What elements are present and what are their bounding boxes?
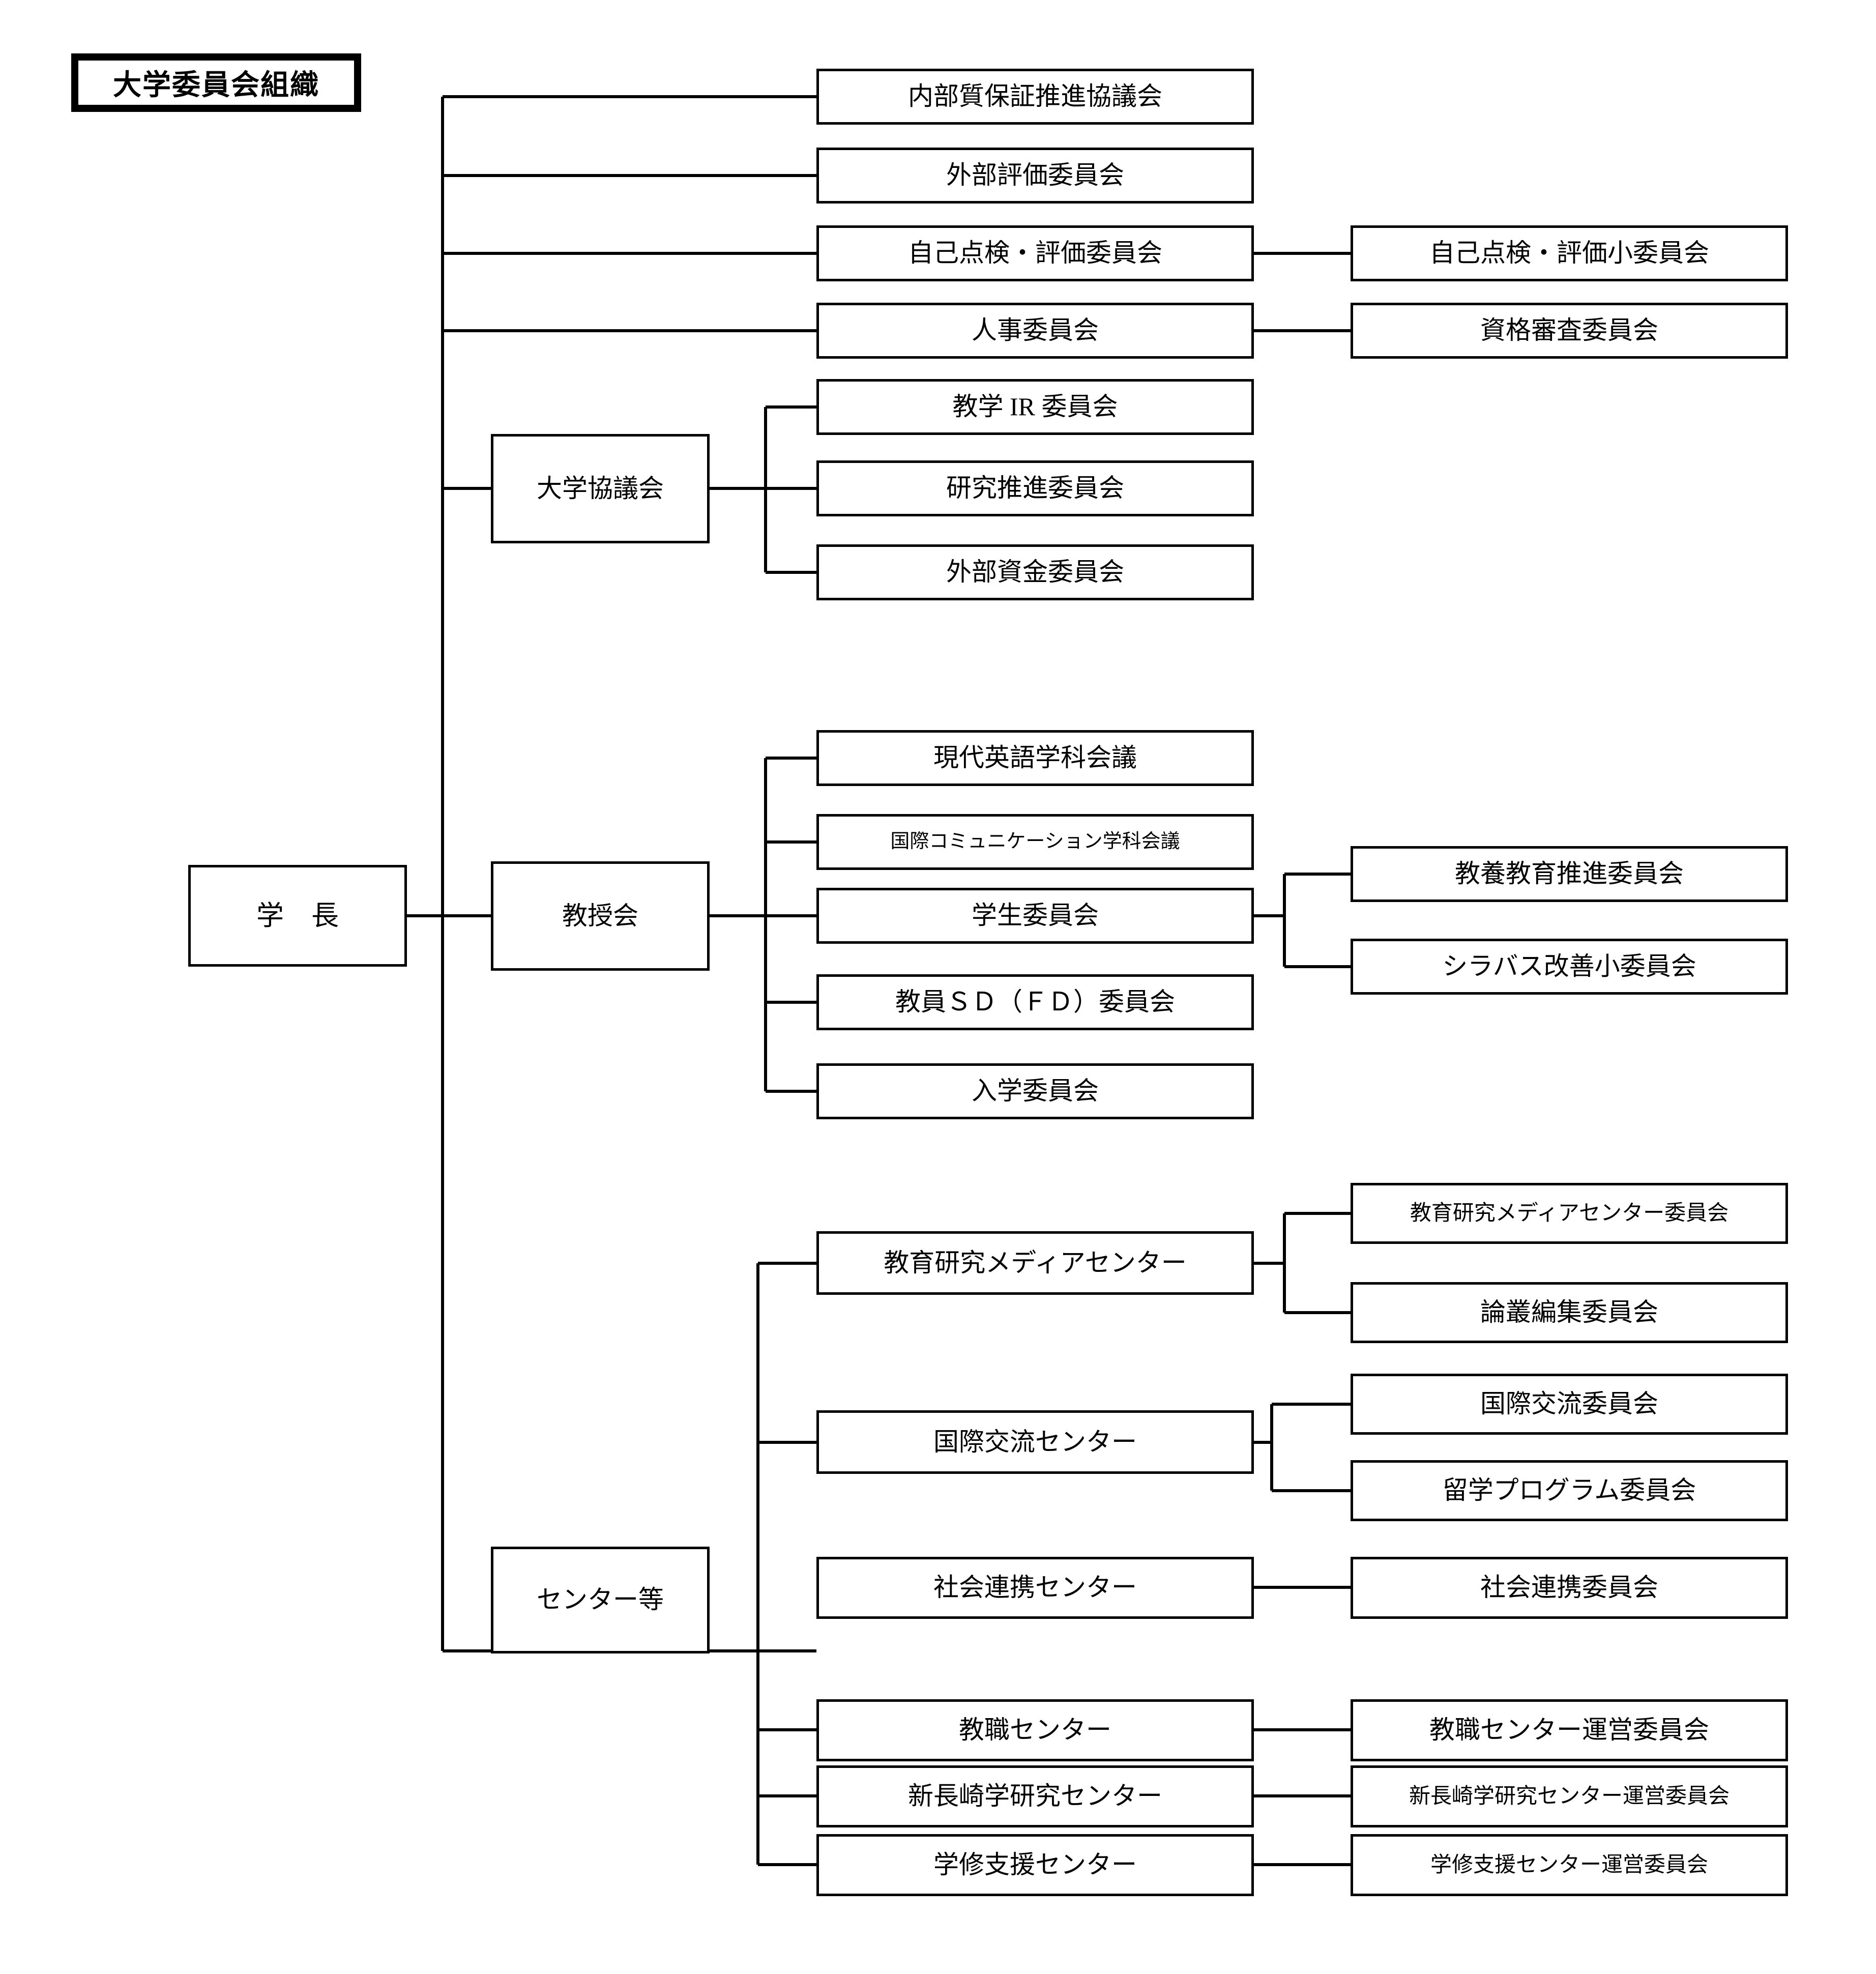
chart-title-box: 大学委員会組織 [71, 53, 361, 112]
node-social-cooperation-committee[interactable]: 社会連携委員会 [1351, 1557, 1788, 1619]
node-faculty-meeting[interactable]: 教授会 [491, 861, 710, 971]
node-label: センター等 [537, 1585, 664, 1614]
node-teacher-training-center[interactable]: 教職センター [816, 1699, 1254, 1761]
node-label: 教職センター [959, 1716, 1111, 1745]
node-label: 人事委員会 [972, 316, 1099, 345]
node-syllabus-improvement-subcommittee[interactable]: シラバス改善小委員会 [1351, 939, 1788, 995]
node-label: 社会連携センター [933, 1573, 1137, 1602]
node-external-funding-committee[interactable]: 外部資金委員会 [816, 544, 1254, 600]
node-shin-nagasaki-studies-research-center-management-committee[interactable]: 新長崎学研究センター運営委員会 [1351, 1765, 1788, 1827]
node-label: 大学協議会 [537, 474, 664, 503]
node-label: 外部評価委員会 [946, 161, 1124, 190]
node-international-communication-department-meeting[interactable]: 国際コミュニケーション学科会議 [816, 814, 1254, 870]
node-label: 教養教育推進委員会 [1455, 859, 1684, 888]
node-label: 研究推進委員会 [946, 474, 1124, 503]
node-teaching-ir-committee[interactable]: 教学 IR 委員会 [816, 379, 1254, 435]
node-modern-english-department-meeting[interactable]: 現代英語学科会議 [816, 730, 1254, 786]
node-label: 資格審査委員会 [1480, 316, 1658, 345]
node-label: 教育研究メディアセンター委員会 [1410, 1201, 1729, 1225]
node-label: 教員ＳＤ（ＦＤ）委員会 [895, 988, 1175, 1017]
node-self-inspection-evaluation-subcommittee[interactable]: 自己点検・評価小委員会 [1351, 225, 1788, 281]
node-label: 新長崎学研究センター [908, 1782, 1162, 1811]
node-learning-support-center-management-committee[interactable]: 学修支援センター運営委員会 [1351, 1834, 1788, 1896]
node-student-committee[interactable]: 学生委員会 [816, 888, 1254, 944]
node-label: 国際交流センター [933, 1427, 1137, 1456]
node-teacher-training-center-management-committee[interactable]: 教職センター運営委員会 [1351, 1699, 1788, 1761]
node-self-inspection-evaluation-committee[interactable]: 自己点検・評価委員会 [816, 225, 1254, 281]
node-label: 学修支援センター [933, 1850, 1137, 1879]
node-journal-editorial-committee[interactable]: 論叢編集委員会 [1351, 1282, 1788, 1343]
node-study-abroad-program-committee[interactable]: 留学プログラム委員会 [1351, 1460, 1788, 1521]
node-label: 留学プログラム委員会 [1442, 1476, 1696, 1505]
node-education-research-media-center-committee[interactable]: 教育研究メディアセンター委員会 [1351, 1183, 1788, 1244]
node-social-cooperation-center[interactable]: 社会連携センター [816, 1557, 1254, 1619]
node-university-council[interactable]: 大学協議会 [491, 434, 710, 543]
node-label: 学修支援センター運営委員会 [1430, 1853, 1708, 1877]
node-education-research-media-center[interactable]: 教育研究メディアセンター [816, 1231, 1254, 1295]
node-shin-nagasaki-studies-research-center[interactable]: 新長崎学研究センター [816, 1765, 1254, 1827]
node-centers-group[interactable]: センター等 [491, 1547, 710, 1653]
node-international-exchange-committee[interactable]: 国際交流委員会 [1351, 1374, 1788, 1435]
node-qualification-review-committee[interactable]: 資格審査委員会 [1351, 303, 1788, 359]
node-label: 学生委員会 [972, 901, 1099, 930]
node-faculty-sd-fd-committee[interactable]: 教員ＳＤ（ＦＤ）委員会 [816, 974, 1254, 1030]
node-label: 教授会 [562, 901, 638, 930]
node-label: 社会連携委員会 [1480, 1573, 1658, 1602]
node-learning-support-center[interactable]: 学修支援センター [816, 1834, 1254, 1896]
node-label: 新長崎学研究センター運営委員会 [1409, 1784, 1730, 1808]
node-internal-quality-assurance-council[interactable]: 内部質保証推進協議会 [816, 69, 1254, 125]
node-admissions-committee[interactable]: 入学委員会 [816, 1063, 1254, 1119]
node-label: 教学 IR 委員会 [952, 392, 1118, 421]
node-label: 外部資金委員会 [946, 558, 1124, 587]
node-label: 自己点検・評価委員会 [908, 239, 1162, 268]
node-label: 国際交流委員会 [1480, 1389, 1658, 1418]
node-label: 教育研究メディアセンター [884, 1248, 1187, 1277]
node-label: 教職センター運営委員会 [1429, 1716, 1709, 1745]
node-personnel-committee[interactable]: 人事委員会 [816, 303, 1254, 359]
node-international-exchange-center[interactable]: 国際交流センター [816, 1410, 1254, 1474]
node-president[interactable]: 学 長 [188, 865, 407, 967]
node-label: 内部質保証推進協議会 [908, 82, 1162, 111]
node-research-promotion-committee[interactable]: 研究推進委員会 [816, 460, 1254, 516]
chart-title: 大学委員会組織 [113, 70, 319, 101]
node-label: 自己点検・評価小委員会 [1429, 239, 1709, 268]
node-external-evaluation-committee[interactable]: 外部評価委員会 [816, 148, 1254, 204]
node-president-label: 学 長 [256, 900, 339, 931]
node-label: シラバス改善小委員会 [1442, 952, 1696, 981]
node-label: 現代英語学科会議 [933, 743, 1137, 772]
node-label: 論叢編集委員会 [1480, 1298, 1658, 1327]
node-label: 国際コミュニケーション学科会議 [890, 831, 1180, 853]
node-label: 入学委員会 [972, 1077, 1099, 1106]
node-liberal-arts-education-promotion-committee[interactable]: 教養教育推進委員会 [1351, 846, 1788, 902]
